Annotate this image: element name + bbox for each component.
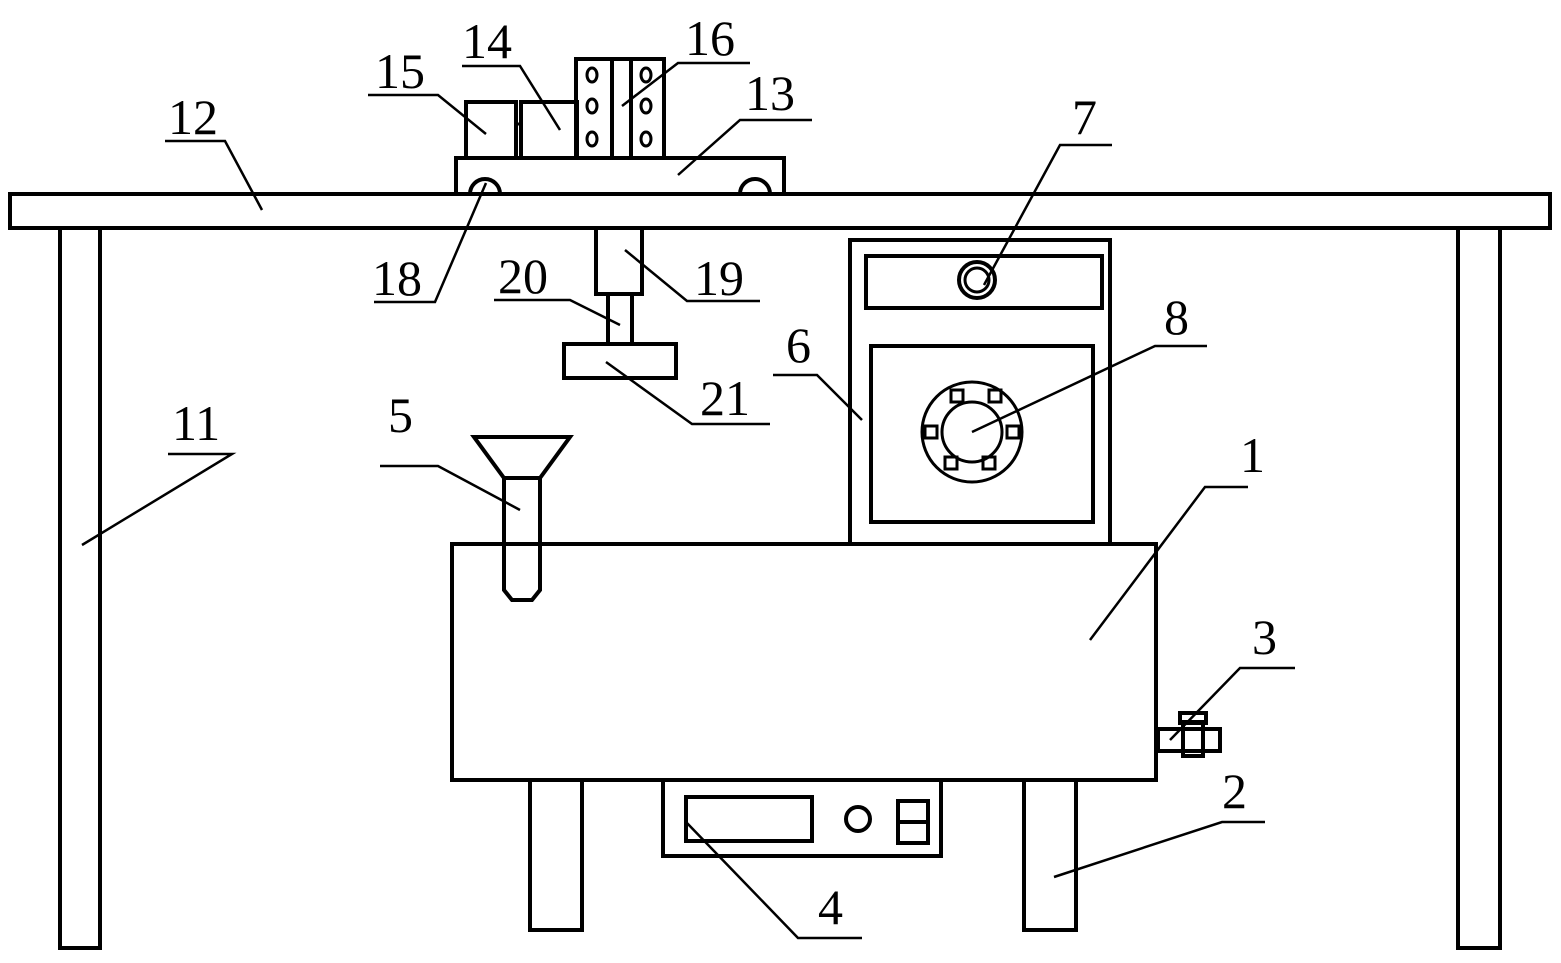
table-leg-left xyxy=(58,226,102,950)
leader-lines xyxy=(81,61,1295,940)
gauge-dial xyxy=(963,266,991,294)
display-screen xyxy=(684,795,814,843)
roller-wheel-left xyxy=(468,177,502,195)
label-12: 12 xyxy=(168,89,218,145)
label-16: 16 xyxy=(685,10,735,66)
label-7: 7 xyxy=(1072,89,1097,145)
flange-inner xyxy=(940,400,1004,464)
control-knob xyxy=(844,805,872,833)
gauge xyxy=(957,260,997,300)
cabinet xyxy=(848,238,1112,546)
support-leg-right xyxy=(1022,778,1078,932)
flange-outer xyxy=(920,380,1024,484)
label-11: 11 xyxy=(172,395,220,451)
press-plate xyxy=(562,342,678,380)
label-18: 18 xyxy=(372,250,422,306)
label-20: 20 xyxy=(498,248,548,304)
gauge-panel xyxy=(864,254,1104,310)
label-4: 4 xyxy=(818,879,843,935)
label-21: 21 xyxy=(700,370,750,426)
label-8: 8 xyxy=(1164,289,1189,345)
end-block xyxy=(464,100,518,160)
flange-panel xyxy=(869,344,1095,524)
cylinder xyxy=(594,226,644,296)
label-3: 3 xyxy=(1252,609,1277,665)
label-13: 13 xyxy=(745,65,795,121)
feed-funnel xyxy=(470,435,574,480)
tank-body xyxy=(450,542,1158,782)
bolt-holes xyxy=(585,66,653,148)
drain-pipe xyxy=(1156,727,1222,753)
bolted-bracket xyxy=(574,57,666,160)
support-leg-left xyxy=(528,778,584,932)
piston-rod xyxy=(606,292,634,346)
label-1: 1 xyxy=(1240,427,1265,483)
feed-tube xyxy=(502,478,542,602)
roller-wheel-right xyxy=(738,177,772,195)
carriage-plate xyxy=(454,156,786,196)
label-6: 6 xyxy=(786,317,811,373)
table-leg-right xyxy=(1456,226,1502,950)
label-19: 19 xyxy=(694,250,744,306)
valve-handle xyxy=(1178,711,1208,725)
table-top xyxy=(8,192,1552,230)
control-box xyxy=(661,778,943,858)
flange-bolts xyxy=(923,388,1021,471)
label-5: 5 xyxy=(388,387,413,443)
label-14: 14 xyxy=(462,13,512,69)
label-15: 15 xyxy=(375,43,425,99)
label-2: 2 xyxy=(1222,763,1247,819)
